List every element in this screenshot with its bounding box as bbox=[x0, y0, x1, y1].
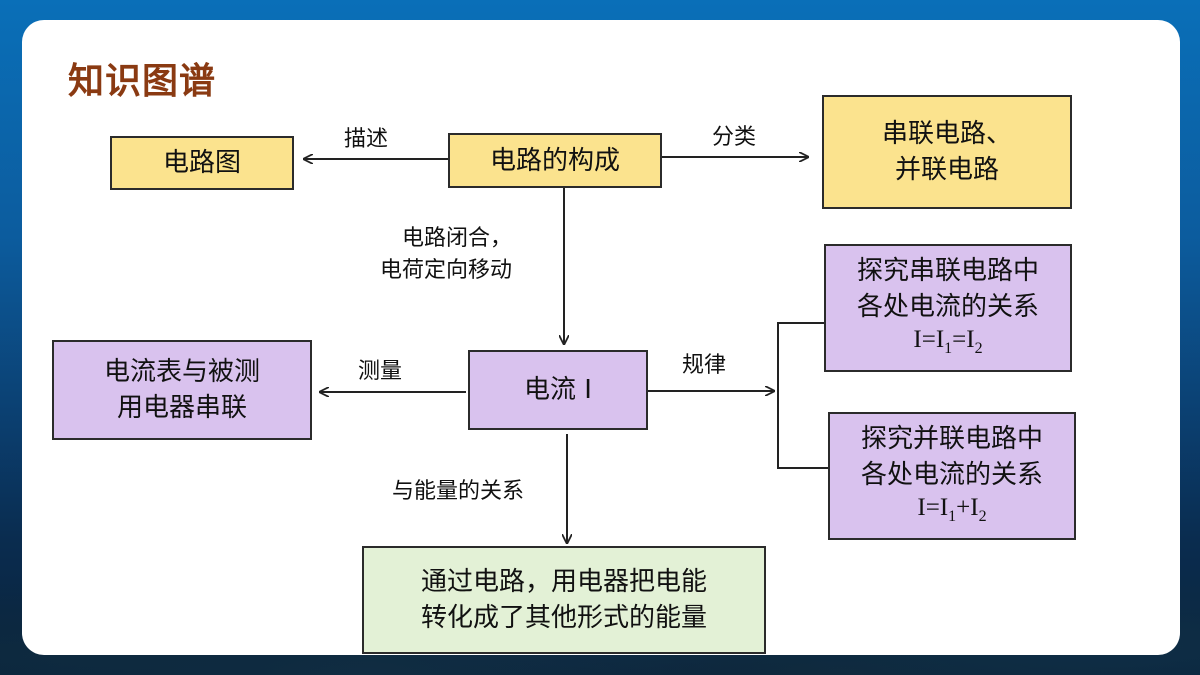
edge-label-law: 规律 bbox=[682, 353, 727, 378]
node-energy-line-2: 转化成了其他形式的能量 bbox=[420, 603, 707, 633]
edge-label-closed-circuit-line-1: 电路闭合， bbox=[402, 226, 513, 251]
node-parallel-current-line-2: 各处电流的关系 bbox=[860, 459, 1043, 490]
node-circuit-composition-label: 电路的构成 bbox=[489, 145, 620, 176]
node-current-label: 电流 I bbox=[524, 375, 592, 405]
edge-label-classify: 分类 bbox=[712, 125, 757, 150]
edge-label-describe: 描述 bbox=[344, 127, 389, 152]
node-series-current-line-1: 探究串联电路中 bbox=[856, 255, 1039, 286]
parallel-current-formula: I=I1+I2 bbox=[917, 493, 987, 525]
node-current: 电流 I bbox=[468, 350, 648, 430]
edge-label-closed-circuit-line-2: 电荷定向移动 bbox=[380, 258, 513, 283]
edge-label-measure: 测量 bbox=[358, 359, 403, 384]
node-circuit-composition: 电路的构成 bbox=[448, 133, 662, 188]
node-ammeter: 电流表与被测 用电器串联 bbox=[52, 340, 312, 440]
node-parallel-current: 探究并联电路中 各处电流的关系 I=I1+I2 bbox=[828, 412, 1076, 540]
node-series-current: 探究串联电路中 各处电流的关系 I=I1=I2 bbox=[824, 244, 1072, 372]
node-ammeter-line-2: 用电器串联 bbox=[116, 393, 247, 423]
node-series-parallel-line-2: 并联电路 bbox=[894, 155, 999, 185]
node-circuit-diagram-label: 电路图 bbox=[162, 148, 241, 178]
node-circuit-diagram: 电路图 bbox=[110, 136, 294, 190]
bracket-law bbox=[777, 322, 830, 469]
node-parallel-current-line-1: 探究并联电路中 bbox=[860, 423, 1043, 454]
page-title: 知识图谱 bbox=[68, 61, 217, 102]
node-energy: 通过电路，用电器把电能 转化成了其他形式的能量 bbox=[362, 546, 766, 654]
series-current-formula: I=I1=I2 bbox=[913, 325, 983, 357]
edge-label-closed-circuit: 电路闭合， 电荷定向移动 bbox=[380, 223, 512, 287]
node-series-current-line-2: 各处电流的关系 bbox=[856, 291, 1039, 322]
edge-label-energy-relation: 与能量的关系 bbox=[392, 479, 525, 504]
node-energy-line-1: 通过电路，用电器把电能 bbox=[420, 567, 707, 597]
node-ammeter-line-1: 电流表与被测 bbox=[103, 357, 260, 387]
node-series-parallel: 串联电路、 并联电路 bbox=[822, 95, 1072, 209]
node-series-parallel-line-1: 串联电路、 bbox=[881, 119, 1012, 149]
